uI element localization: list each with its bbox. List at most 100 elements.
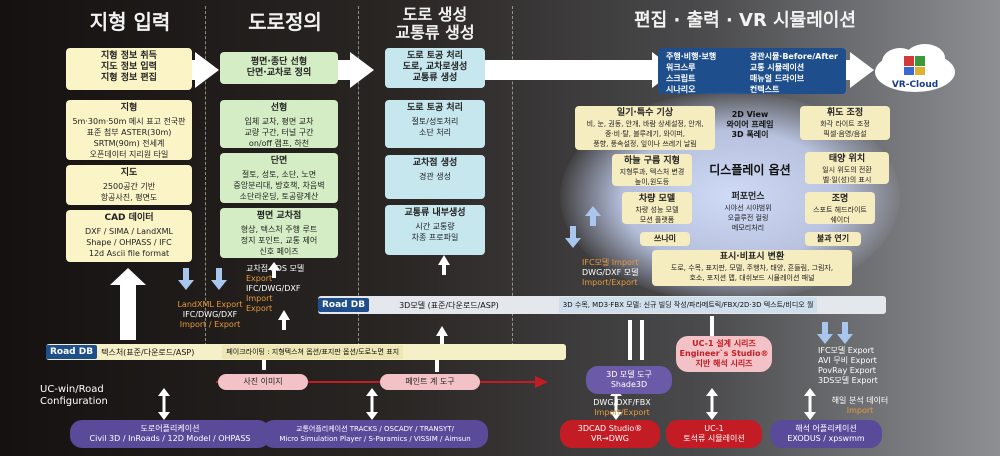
right-export-list: IFC모델 Export AVI 무비 Export PovRay Export… [818,346,908,386]
down-arrow [178,268,194,290]
vr-simulation-summary: 주행·비행·보행 워크스루 스크립트 시나리오 경관시뮬·Before/Afte… [658,48,846,94]
arrowhead-down [366,412,378,420]
shade3d-pill: 3D 모델 도구 Shade3D [586,366,672,394]
pill-line: 토석류 시뮬레이션 [683,434,745,443]
box-line: 형상, 텍스처 주행 루트 [240,225,318,234]
pill-line: UC-1 [704,424,724,433]
column-divider [205,6,206,346]
intersection-box: 평면 교차점 형상, 텍스처 주행 루트 정지 포인트, 교통 제어 신호 페이… [220,208,338,258]
uc1-debris-flow-pill[interactable]: UC-1 토석류 시뮬레이션 [666,420,762,448]
vr-summary-right: 경관시뮬·Before/After 교통 시뮬레이션 매뉴얼 드라이브 컨텍스트 [749,51,838,94]
up-arrow [436,326,448,348]
box-title: 선형 [270,103,288,113]
option-line: 3D 폭레이 [731,130,769,139]
summary-line: 스크립트 [666,74,696,83]
road-generation-summary: 도로 토공 처리 도로, 교차로생성 교통류 생성 [385,48,485,88]
down-arrow [817,322,833,344]
box-line: 소단 처리 [419,128,451,137]
option-title: 하늘 구름 지형 [624,156,680,166]
option-line: 비, 눈, 권동, 안개, 바람 상세설정, 안개, [586,120,704,128]
vr-cloud-logo: VR-Cloud [870,42,960,98]
column-title-road-definition: 도로정의 [248,10,322,34]
crossing-3ds-export-label: 교차점 3DS 모델 Export IFC/DWG/DXF Import Exp… [246,264,316,314]
box-title: 지도 [120,168,138,178]
column-title-road-generation: 도로 생성 교통류 생성 [370,6,500,42]
pill-line: 지반 해석 시리즈 [695,359,753,368]
pill-line: VR→DWG [590,434,629,443]
option-title: 퍼포먼스 [731,192,765,202]
vehicle-model-option: 차량 모델 차량 성능 모델 모션 플랫폼 [622,192,692,224]
option-title: 차량 모델 [638,194,676,204]
box-title: 단면 [270,156,288,166]
box-line: 정지 포인트, 교통 제어 [240,236,318,245]
road-applications-pill[interactable]: 도로어플리케이션 Civil 3D / InRoads / 12D Model … [70,420,270,448]
summary-line: 도로 토공 처리 [407,51,463,61]
analysis-applications-pill[interactable]: 해석 어플리케이션 EXODUS / xpswmm [770,420,882,448]
terrain-input-summary: 지형 정보 취득 지도 정보 입력 지형 정보 편집 [66,48,192,90]
box-line: 경관 생성 [419,172,451,181]
option-title: 일기·특수 기상 [616,108,674,118]
cad-data-box: CAD 데이터 DXF / SIMA / LandXML Shape / OHP… [66,210,192,262]
arrowhead-up [706,388,718,396]
pill-line: Engineer`s Studio® [679,349,769,358]
earthwork-box: 도로 토공 처리 절토/성토처리 소단 처리 [385,100,485,148]
option-line: 와이어 프레임 [726,120,774,129]
option-line: 오클루전 컬링 [727,214,769,222]
box-title: 교통류 내부생성 [404,208,466,218]
up-arrow-large [110,268,146,340]
pill-line: 3DCAD Studio® [577,424,643,433]
flow-arrow-4-head [850,52,874,88]
box-line: 시간 교통량 [415,222,455,231]
3dcad-studio-pill[interactable]: 3DCAD Studio® VR→DWG [560,420,660,448]
export-line: IFC/DWG/DXF [246,284,301,293]
box-line: 소단라운딩, 토공량계산 [239,192,319,201]
box-line: DXF / SIMA / LandXML [85,227,173,236]
export-line: AVI 무비 Export [818,356,877,365]
box-title: 도로 토공 처리 [407,103,463,113]
option-line: 시야선 시야범위 [724,204,772,212]
summary-line: 경관시뮬·Before/After [749,52,838,61]
option-line: 2D View [731,110,769,119]
pill-line: Shade3D [610,380,648,389]
down-arrow [211,268,227,290]
paint-tool-pill: 페인트 계 도구 [380,374,480,390]
traffic-generation-box: 교통류 내부생성 시간 교통량 차종 프로파일 [385,205,485,255]
option-line: 호소, 포지션 맵, 대쉬보드 시뮬레이션 패널 [689,274,815,282]
road-definition-summary: 평면·종단 선형 단면·교차로 정의 [220,52,338,84]
summary-line: 지형 정보 편집 [101,73,157,83]
cloud-label: VR-Cloud [891,80,939,90]
road-db-3d-right-text: 3D 수목, MD3·FBX 모델: 신규 빌딩 작성/파라메트릭/FBX/2D… [558,297,818,313]
brightness-option: 휘도 조정 화각 라이트 조정 픽셀·음영/음설 [800,106,890,140]
terrain-data-box: 지형 5m·30m·50m 메시 표고 전국판 표준 첨부 ASTER(30m)… [66,100,192,160]
vr-summary-left: 주행·비행·보행 워크스루 스크립트 시나리오 [666,51,744,94]
column-title-road-generation-line2: 교통류 생성 [395,23,475,42]
option-line: 화각 라이트 조정 [820,120,870,128]
config-line: Configuration [40,396,108,407]
road-db-3d-text: 3D모델 (표준/다운로드/ASP) [399,300,499,310]
fire-smoke-option: 불과 연기 [805,232,861,246]
traffic-applications-pill[interactable]: 교통어플리케이션 TRACKS / OSCADY / TRANSYT/ Micr… [262,420,488,448]
option-line: 스포트 헤드라이트 [813,206,867,214]
option-line: 모션 플랫폼 [639,216,675,224]
pill-line: 3D 모델 도구 [606,370,652,379]
summary-line: 주행·비행·보행 [666,52,717,61]
box-line: 입체 교차, 평면 교차 [244,117,314,126]
box-line: 5m·30m·50m 메시 표고 전국판 [72,117,186,126]
tsunami-option: 쓰나미 [640,232,690,246]
export-line: Import [846,406,874,415]
up-arrow [268,262,280,278]
box-line: 절토, 성토, 소단, 노면 [241,170,317,179]
arrowhead-up [158,388,170,396]
box-line: 2500공간 기반 [102,182,156,191]
up-arrow [585,206,601,226]
config-line: UC-win/Road [40,384,104,395]
export-line: IFC모델 Export [818,346,874,355]
box-title: 지형 [120,103,138,113]
summary-line: 매뉴얼 드라이브 [749,74,805,83]
export-line: DWG/DXF 모델 [582,268,639,277]
export-line: Import [246,294,273,303]
cloud-icon [875,44,955,92]
box-line: 항공사진, 평면도 [100,193,158,202]
option-line: 일시 위도의 전환 [822,166,872,174]
road-db-tag: Road DB [318,298,370,312]
